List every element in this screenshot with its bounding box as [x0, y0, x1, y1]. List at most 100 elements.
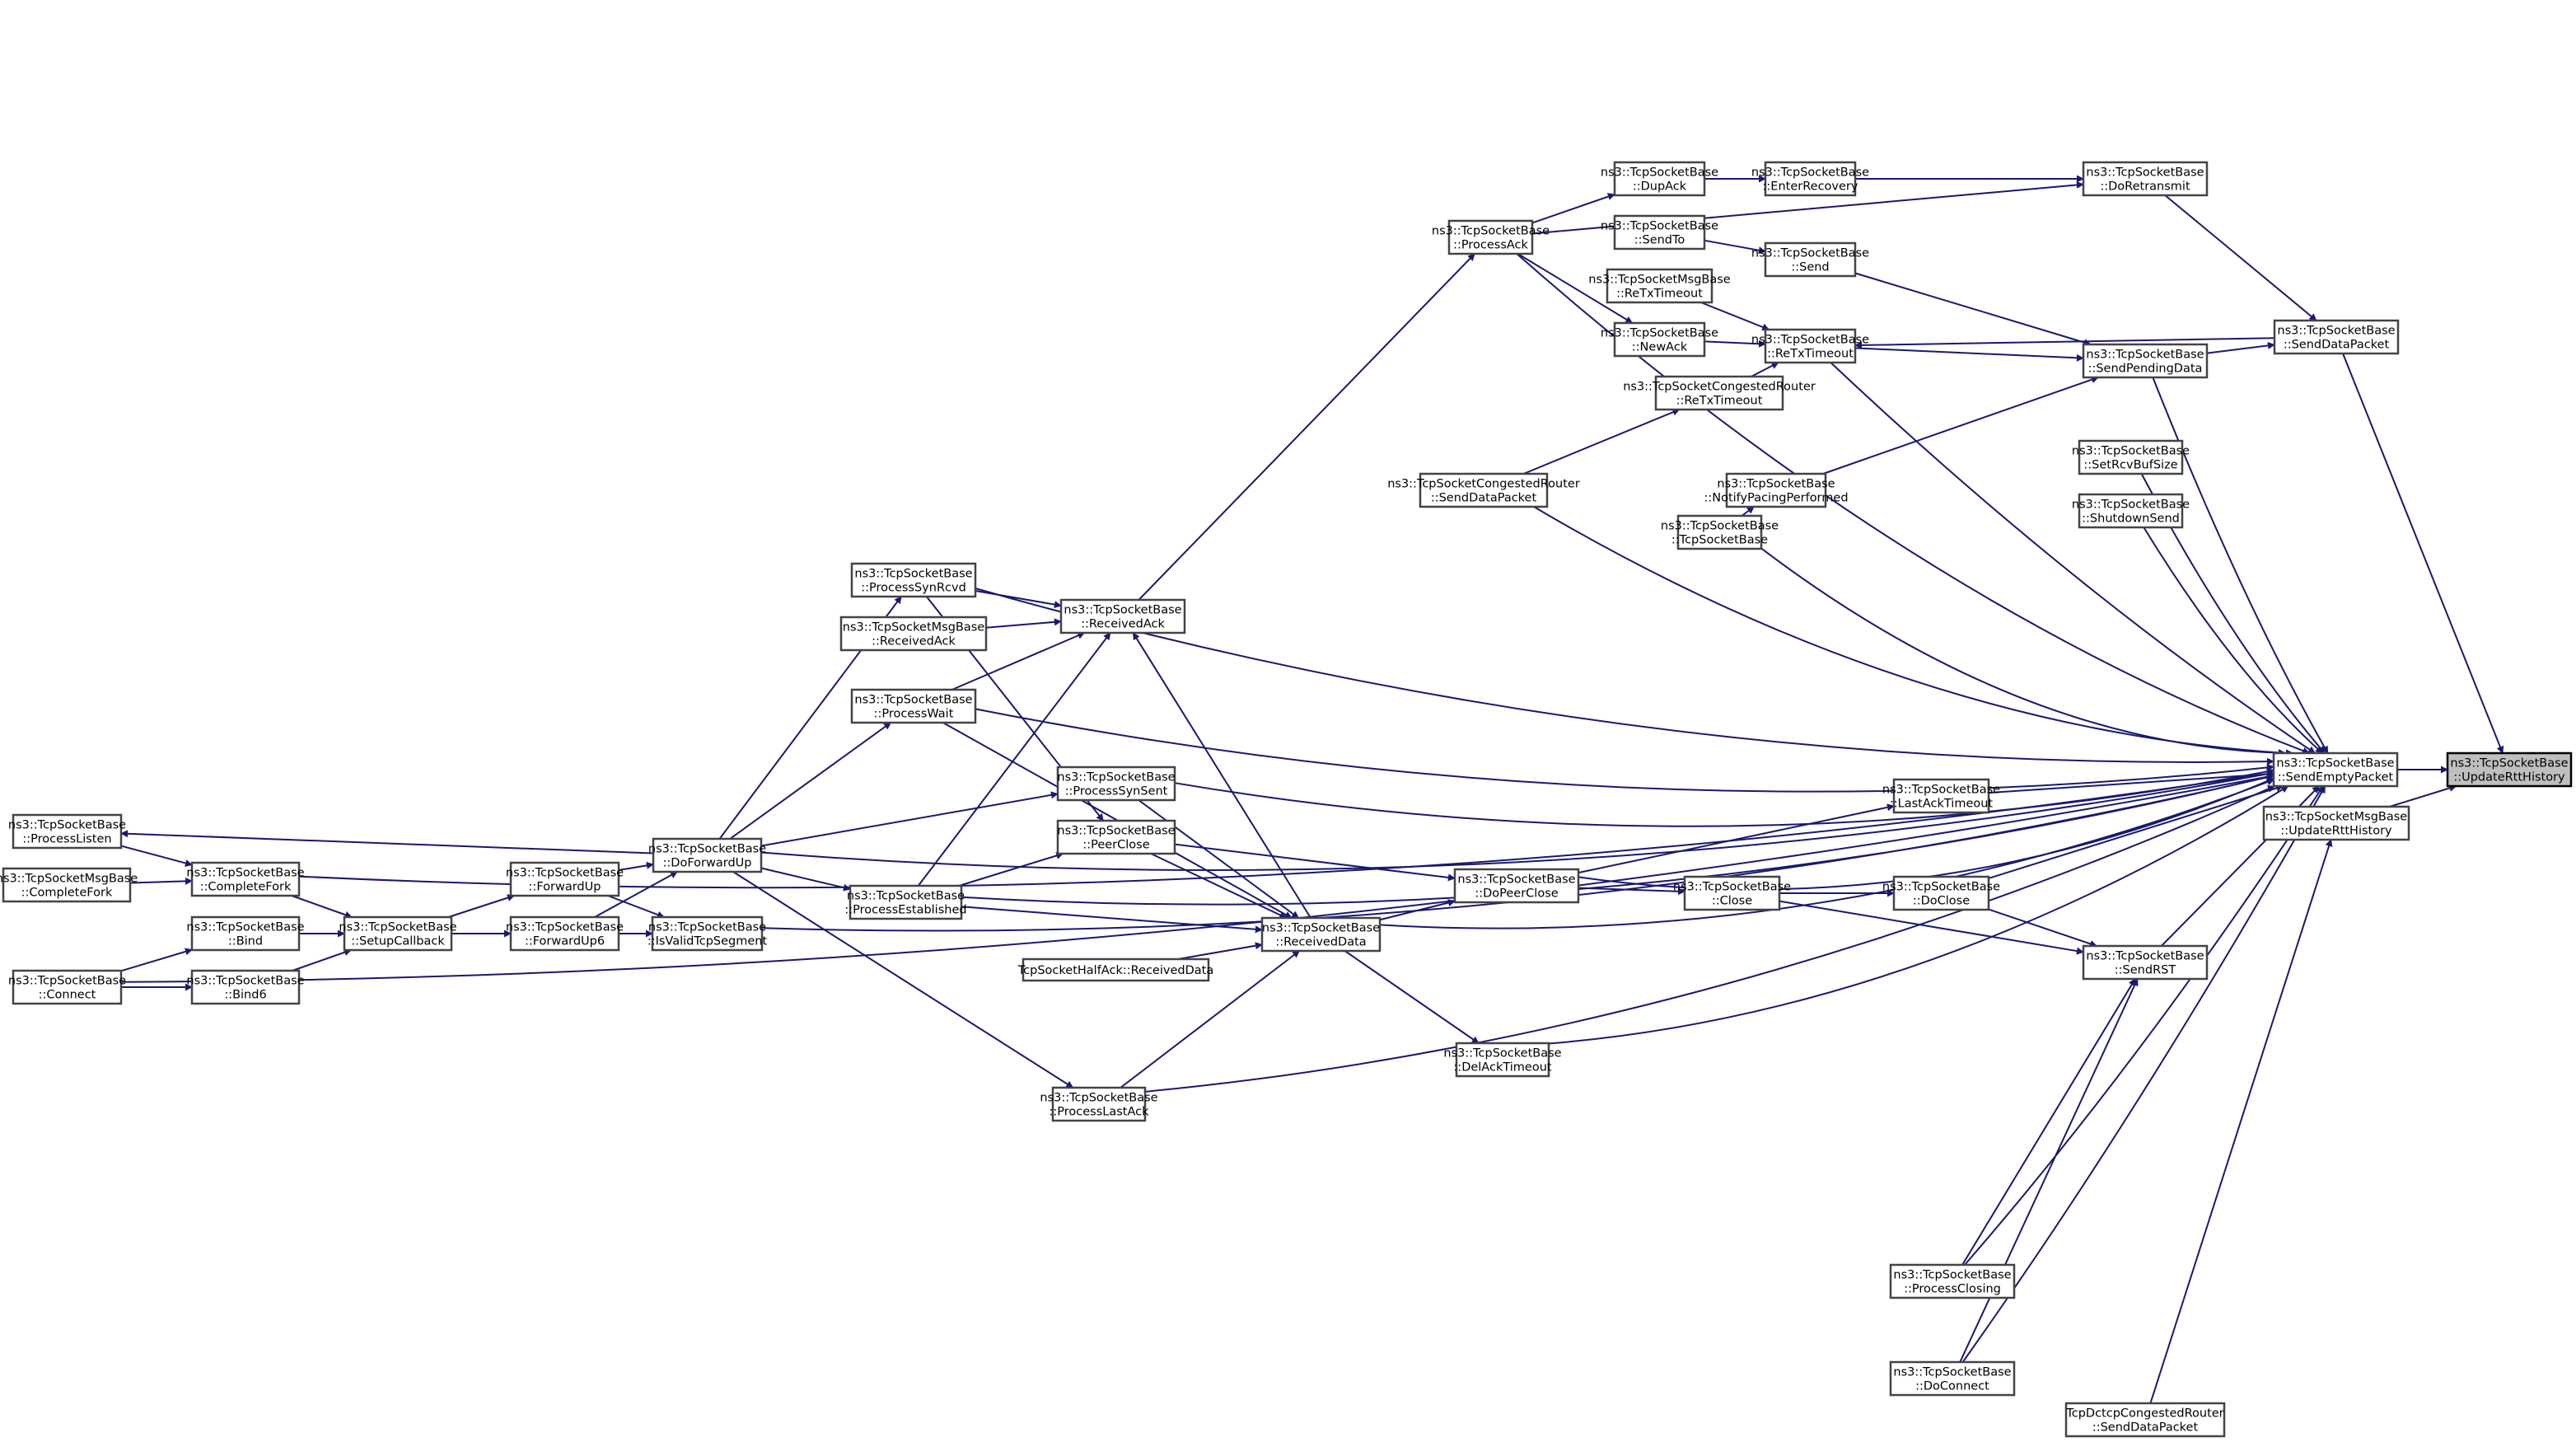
node-del-ack-timeout[interactable]: ns3::TcpSocketBase::DelAckTimeout	[1443, 1042, 1562, 1078]
node-process-wait[interactable]: ns3::TcpSocketBase::ProcessWait	[850, 688, 977, 724]
node-msg-complete-fork[interactable]: ns3::TcpSocketMsgBase::CompleteFork	[0, 867, 138, 903]
node-half-ack-received-data[interactable]: TcpSocketHalfAck::ReceivedData	[1017, 957, 1213, 982]
node-method-label: ::DoRetransmit	[2100, 180, 2190, 194]
node-method-label: ::ProcessListen	[22, 833, 111, 846]
edge-cr_send_data_packet-to-cr_retx_timeout	[1523, 408, 1681, 475]
node-box	[2262, 805, 2410, 841]
node-is-valid-tcp-segment[interactable]: ns3::TcpSocketBase::IsValidTcpSegment	[648, 915, 768, 952]
edge-half_ack_received_data-to-received_data	[1177, 942, 1263, 960]
node-setup-callback[interactable]: ns3::TcpSocketBase::SetupCallback	[339, 915, 457, 952]
node-box	[1613, 321, 1706, 358]
node-send-pending-data[interactable]: ns3::TcpSocketBase::SendPendingData	[2082, 343, 2209, 379]
node-new-ack[interactable]: ns3::TcpSocketBase::NewAck	[1601, 321, 1718, 358]
node-method-label: ::IsValidTcpSegment	[648, 935, 768, 948]
node-received-ack[interactable]: ns3::TcpSocketBase::ReceivedAck	[1059, 598, 1186, 634]
node-dup-ack[interactable]: ns3::TcpSocketBase::DupAck	[1601, 161, 1718, 197]
node-class-label: ns3::TcpSocketBase	[2072, 445, 2190, 458]
node-class-label: ns3::TcpSocketBase	[506, 867, 624, 880]
edge-received_data-to-send_empty_packet	[1379, 778, 2274, 929]
node-send-data-packet[interactable]: ns3::TcpSocketBase::SendDataPacket	[2273, 319, 2400, 355]
edge-do_close-to-send_empty_packet	[1988, 784, 2284, 879]
node-box	[1455, 1042, 1550, 1078]
node-forward-up[interactable]: ns3::TcpSocketBase::ForwardUp	[506, 861, 624, 897]
node-peer-close[interactable]: ns3::TcpSocketBase::PeerClose	[1056, 819, 1176, 855]
node-dctcp-send-data-packet[interactable]: TcpDctcpCongestedRouter::SendDataPacket	[2064, 1402, 2226, 1438]
node-forward-up6[interactable]: ns3::TcpSocketBase::ForwardUp6	[506, 915, 624, 952]
node-received-data[interactable]: ns3::TcpSocketBase::ReceivedData	[1260, 916, 1382, 953]
node-cr-send-data-packet[interactable]: ns3::TcpSocketCongestedRouter::SendDataP…	[1387, 472, 1580, 508]
edge-do_connect-to-send_empty_packet	[1961, 785, 2326, 1363]
node-class-label: ns3::TcpSocketBase	[1751, 247, 1869, 260]
node-method-label: ::ReceivedAck	[872, 635, 956, 648]
node-shutdown-send[interactable]: ns3::TcpSocketBase::ShutdownSend	[2072, 493, 2190, 529]
node-cr-retx-timeout[interactable]: ns3::TcpSocketCongestedRouter::ReTxTimeo…	[1623, 375, 1816, 411]
node-method-label: ::DoPeerClose	[1475, 887, 1558, 901]
node-method-label: ::LastAckTimeout	[1890, 798, 1994, 811]
node-method-label: ::SendRST	[2115, 964, 2176, 977]
node-method-label: ::Bind6	[224, 989, 266, 1002]
node-method-label: ::SendDataPacket	[1431, 492, 1537, 505]
node-process-listen[interactable]: ns3::TcpSocketBase::ProcessListen	[8, 813, 126, 850]
node-process-ack[interactable]: ns3::TcpSocketBase::ProcessAck	[1432, 219, 1550, 255]
node-retx-timeout[interactable]: ns3::TcpSocketBase::ReTxTimeout	[1751, 328, 1869, 364]
node-tcp-socket-base-ctor[interactable]: ns3::TcpSocketBase::TcpSocketBase	[1661, 514, 1779, 550]
edge-process_last_ack-to-received_data	[1120, 950, 1301, 1089]
node-box	[1676, 514, 1763, 550]
node-method-label: ::ProcessWait	[874, 708, 954, 721]
node-method-label: ::SendDataPacket	[2284, 339, 2390, 352]
node-update-rtt-history[interactable]: ns3::TcpSocketBase::UpdateRttHistory	[2446, 751, 2573, 788]
node-box	[1892, 875, 1990, 911]
edge-process_established-to-peer_close	[958, 852, 1064, 887]
node-box	[849, 884, 963, 920]
node-do-connect[interactable]: ns3::TcpSocketBase::DoConnect	[1889, 1360, 2016, 1397]
node-class-label: ns3::TcpSocketBase	[186, 867, 304, 880]
node-set-rcv-buf-size[interactable]: ns3::TcpSocketBase::SetRcvBufSize	[2072, 439, 2190, 475]
node-method-label: ::ForwardUp6	[525, 935, 605, 948]
node-class-label: ns3::TcpSocketBase	[1751, 166, 1869, 180]
node-class-label: ns3::TcpSocketBase	[847, 890, 965, 903]
node-enter-recovery[interactable]: ns3::TcpSocketBase::EnterRecovery	[1751, 161, 1869, 197]
node-do-close[interactable]: ns3::TcpSocketBase::DoClose	[1882, 875, 2000, 911]
node-process-syn-rcvd[interactable]: ns3::TcpSocketBase::ProcessSynRcvd	[850, 562, 977, 598]
node-msg-update-rtt-history[interactable]: ns3::TcpSocketMsgBase::UpdateRttHistory	[2262, 805, 2410, 841]
node-method-label: ::SendPendingData	[2088, 363, 2203, 376]
node-complete-fork[interactable]: ns3::TcpSocketBase::CompleteFork	[186, 861, 305, 897]
node-bind6[interactable]: ns3::TcpSocketBase::Bind6	[186, 969, 305, 1005]
node-send-empty-packet[interactable]: ns3::TcpSocketBase::SendEmptyPacket	[2272, 751, 2399, 788]
node-last-ack-timeout[interactable]: ns3::TcpSocketBase::LastAckTimeout	[1882, 778, 2000, 814]
node-send[interactable]: ns3::TcpSocketBase::Send	[1751, 241, 1869, 278]
edge-del_ack_timeout-to-send_empty_packet	[1548, 785, 2289, 1045]
edge-received_ack-to-process_ack	[1138, 253, 1475, 601]
node-process-established[interactable]: ns3::TcpSocketBase::ProcessEstablished	[844, 884, 967, 920]
node-msg-retx-timeout[interactable]: ns3::TcpSocketMsgBase::ReTxTimeout	[1588, 268, 1731, 304]
node-send-to[interactable]: ns3::TcpSocketBase::SendTo	[1601, 214, 1718, 250]
node-class-label: ns3::TcpSocketBase	[8, 975, 126, 988]
edge-tcp_socket_base_ctor-to-send_empty_packet	[1760, 547, 2293, 757]
node-method-label: ::EnterRecovery	[1763, 180, 1858, 194]
edge-do_forward_up-to-process_wait	[729, 722, 892, 840]
node-bind[interactable]: ns3::TcpSocketBase::Bind	[186, 915, 305, 952]
node-method-label: ::ProcessSynRcvd	[861, 582, 966, 595]
node-class-label: ns3::TcpSocketBase	[2086, 950, 2204, 963]
node-notify-pacing-performed[interactable]: ns3::TcpSocketBase::NotifyPacingPerforme…	[1704, 472, 1849, 508]
node-class-label: ns3::TcpSocketBase	[1601, 166, 1718, 180]
node-method-label: ::ReTxTimeout	[1676, 395, 1763, 408]
node-do-peer-close[interactable]: ns3::TcpSocketBase::DoPeerClose	[1453, 868, 1580, 904]
node-do-retransmit[interactable]: ns3::TcpSocketBase::DoRetransmit	[2082, 161, 2209, 197]
node-class-label: ns3::TcpSocketBase	[2276, 757, 2394, 770]
node-process-syn-sent[interactable]: ns3::TcpSocketBase::ProcessSynSent	[1056, 765, 1176, 802]
node-msg-received-ack[interactable]: ns3::TcpSocketMsgBase::ReceivedAck	[839, 616, 988, 652]
node-box	[190, 915, 301, 952]
node-close[interactable]: ns3::TcpSocketBase::Close	[1673, 875, 1791, 911]
node-do-forward-up[interactable]: ns3::TcpSocketBase::DoForwardUp	[648, 837, 766, 873]
node-connect[interactable]: ns3::TcpSocketBase::Connect	[8, 969, 126, 1005]
node-class-label: ns3::TcpSocketBase	[854, 694, 972, 707]
node-process-closing[interactable]: ns3::TcpSocketBase::ProcessClosing	[1889, 1263, 2016, 1299]
node-box	[1056, 765, 1176, 802]
node-process-last-ack[interactable]: ns3::TcpSocketBase::ProcessLastAck	[1040, 1086, 1158, 1122]
node-box	[1764, 161, 1857, 197]
node-send-rst[interactable]: ns3::TcpSocketBase::SendRST	[2082, 944, 2209, 981]
node-box	[1889, 1263, 2016, 1299]
node-class-label: ns3::TcpSocketBase	[1717, 478, 1835, 491]
